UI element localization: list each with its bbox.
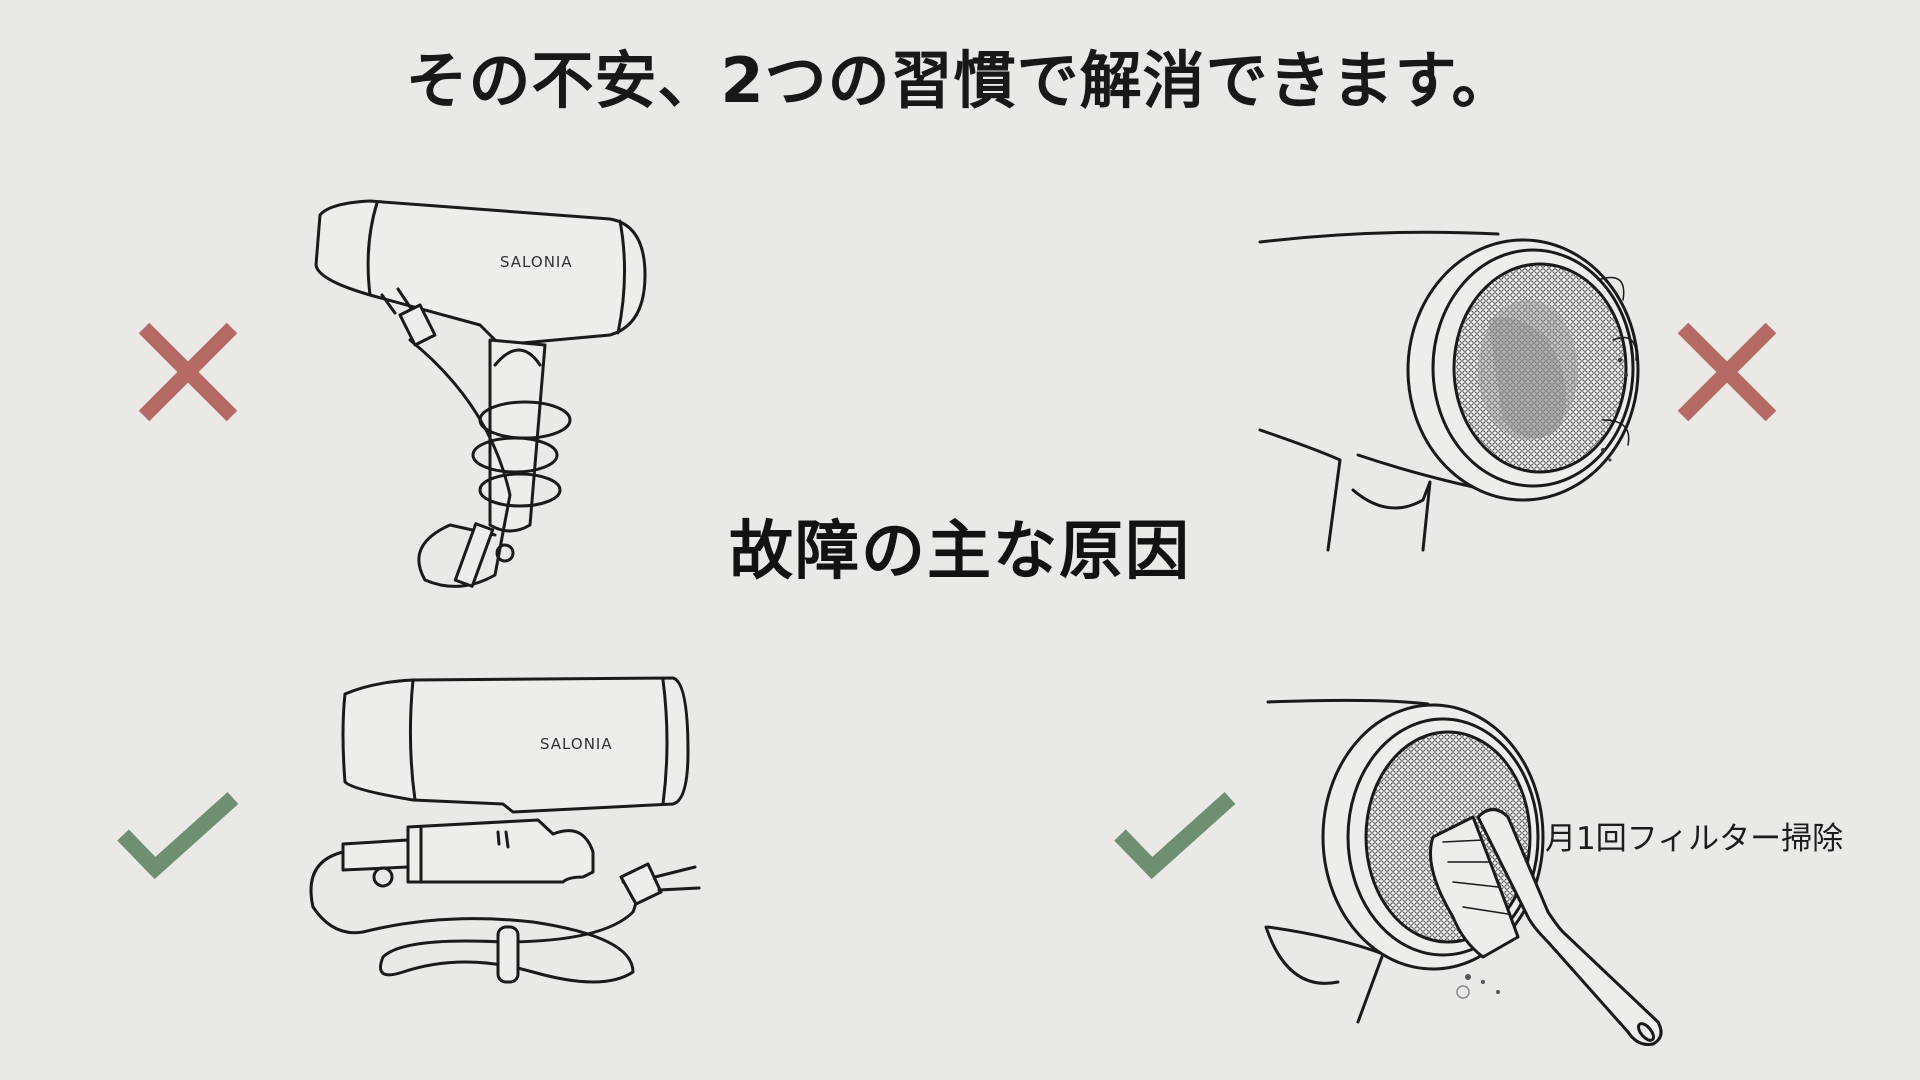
filter-cleaning-illustration [1264,698,1663,1046]
dryer-bundled-cord-illustration: SALONIA [309,676,701,984]
svg-text:SALONIA: SALONIA [500,253,573,271]
cross-icon [1677,322,1777,422]
main-causes-label: 故障の主な原因 [729,515,1191,589]
check-icon [117,792,239,880]
dryer-wrapped-cord-illustration: SALONIA [314,199,647,588]
clogged-filter-illustration [1258,230,1640,552]
cross-icon [138,322,238,422]
filter-cleaning-caption: 月1回フィルター掃除 [1545,821,1844,857]
check-icon [1114,792,1236,880]
svg-text:SALONIA: SALONIA [540,735,613,753]
page-title: その不安、2つの習慣で解消できます。 [405,44,1515,117]
